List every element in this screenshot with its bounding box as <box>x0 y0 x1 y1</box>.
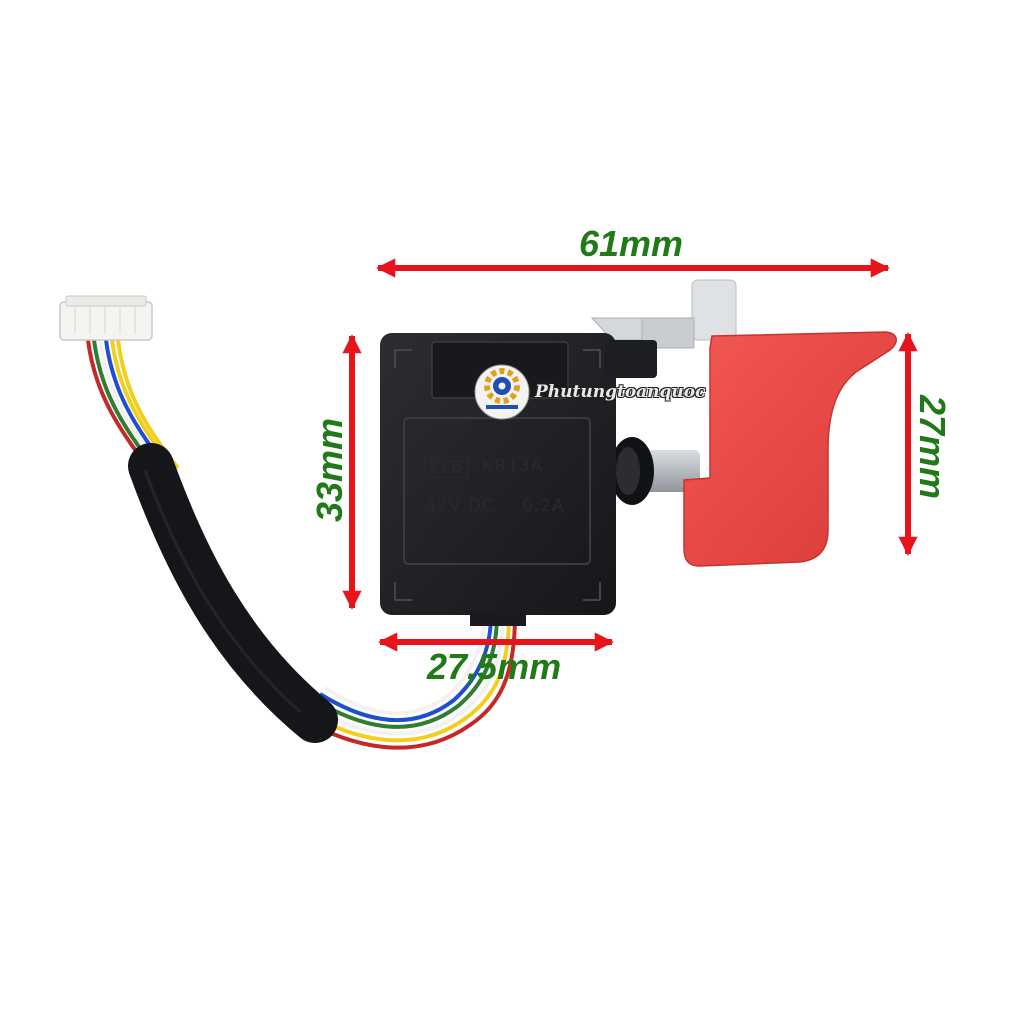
switch-current-type-marking: DC <box>468 496 495 516</box>
wire-harness <box>86 339 517 750</box>
cable-sleeve <box>128 443 338 743</box>
dimension-arrows <box>342 258 918 652</box>
switch-voltage-marking: 42V <box>425 496 462 516</box>
switch-model-marking: KR13A <box>482 456 544 476</box>
wire-connector <box>59 295 153 341</box>
watermark-logo-icon <box>474 364 530 420</box>
watermark-text: Phutungtoanquoc <box>535 382 706 402</box>
height-dimension-label: 33mm <box>309 417 350 523</box>
switch-brand-marking: ZLB <box>424 456 468 478</box>
lock-lever <box>590 279 737 349</box>
switch-current-marking: 0.2A <box>522 496 565 516</box>
trigger <box>683 331 897 567</box>
actuator-rod <box>610 437 700 505</box>
width-dimension-label: 61mm <box>579 223 684 264</box>
base-width-dimension-label: 27,5mm <box>427 646 562 687</box>
trigger-height-dimension-label: 27mm <box>912 394 953 500</box>
